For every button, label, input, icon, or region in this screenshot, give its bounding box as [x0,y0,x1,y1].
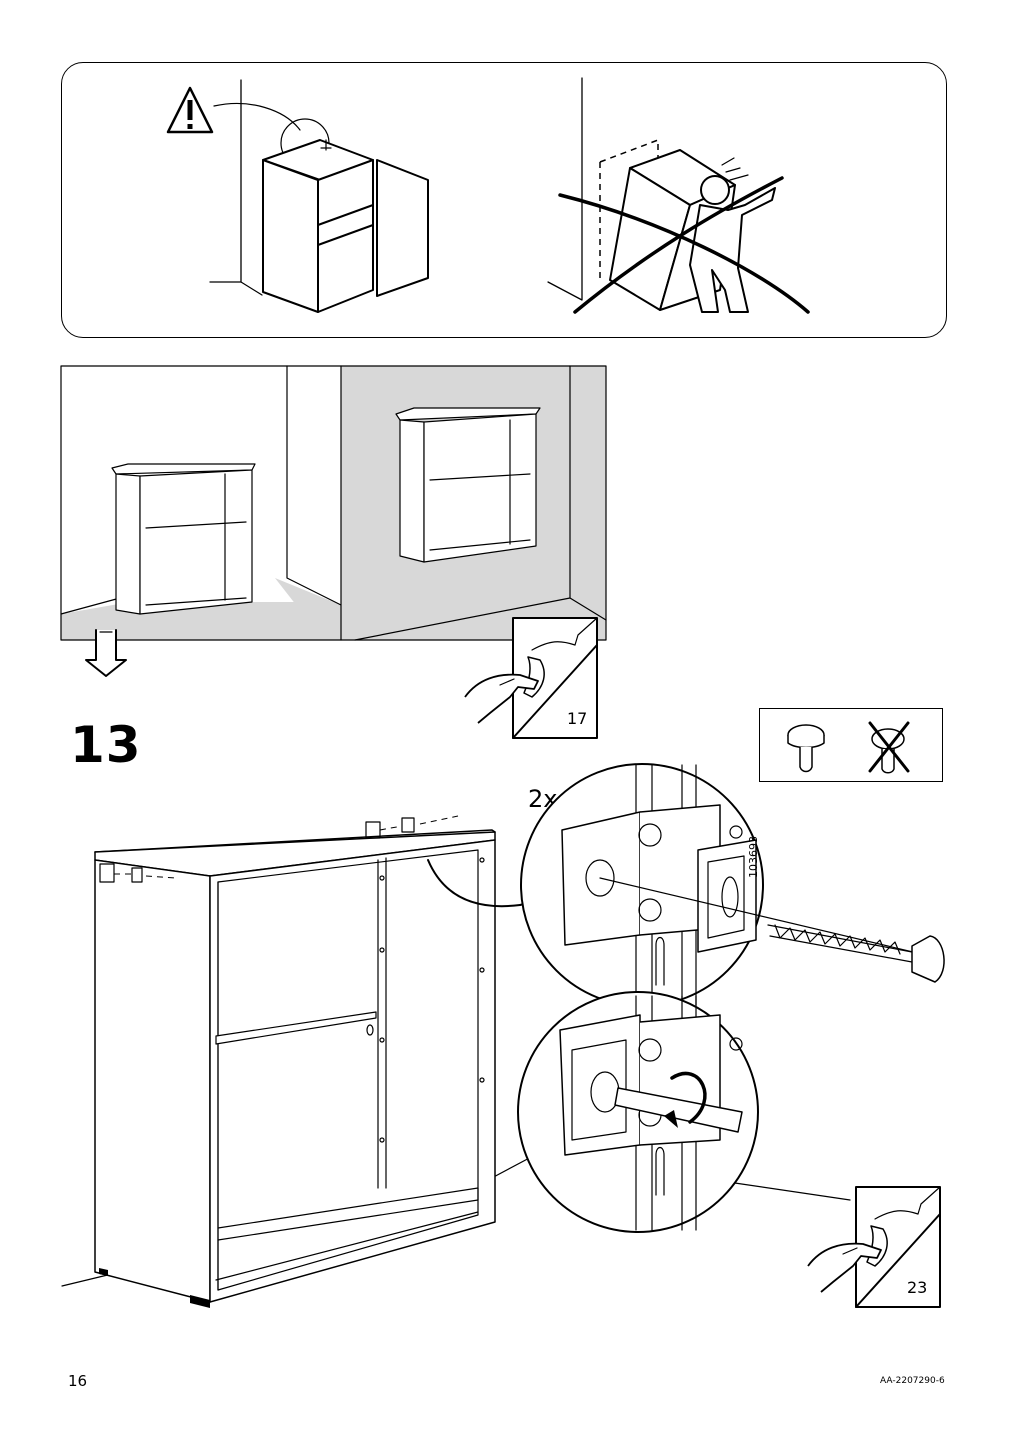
detail-screwdriver [517,991,759,1233]
pan-head-screw-icon [787,724,825,773]
floor-standing-cabinet [60,365,342,640]
placement-views [60,365,607,677]
page-turn-icon-23 [807,1186,941,1308]
page-number: 16 [68,1372,88,1390]
page-ref-23: 23 [907,1278,928,1297]
page-ref-17: 17 [567,709,588,728]
down-arrow-icon [85,629,127,677]
screw-hint-box [759,708,943,782]
warning-triangle-icon [166,86,214,134]
step-number: 13 [70,716,142,774]
wall-mounted-cabinet [341,365,607,641]
warning-illustration [166,77,810,314]
cabinet-correct [262,139,429,313]
page-turn-icon-17 [464,617,598,739]
screw [767,924,945,983]
fitting-part-code: 103693 [747,836,760,878]
crossed-out-screw-icon [868,721,910,774]
warning-panel [61,62,947,338]
person-figure [689,157,776,313]
detail-hang-fitting [520,763,931,1007]
cabinet [94,815,496,1308]
cabinet-assembly-illustration [61,763,945,1308]
document-code: AA-2207290-6 [880,1376,945,1386]
